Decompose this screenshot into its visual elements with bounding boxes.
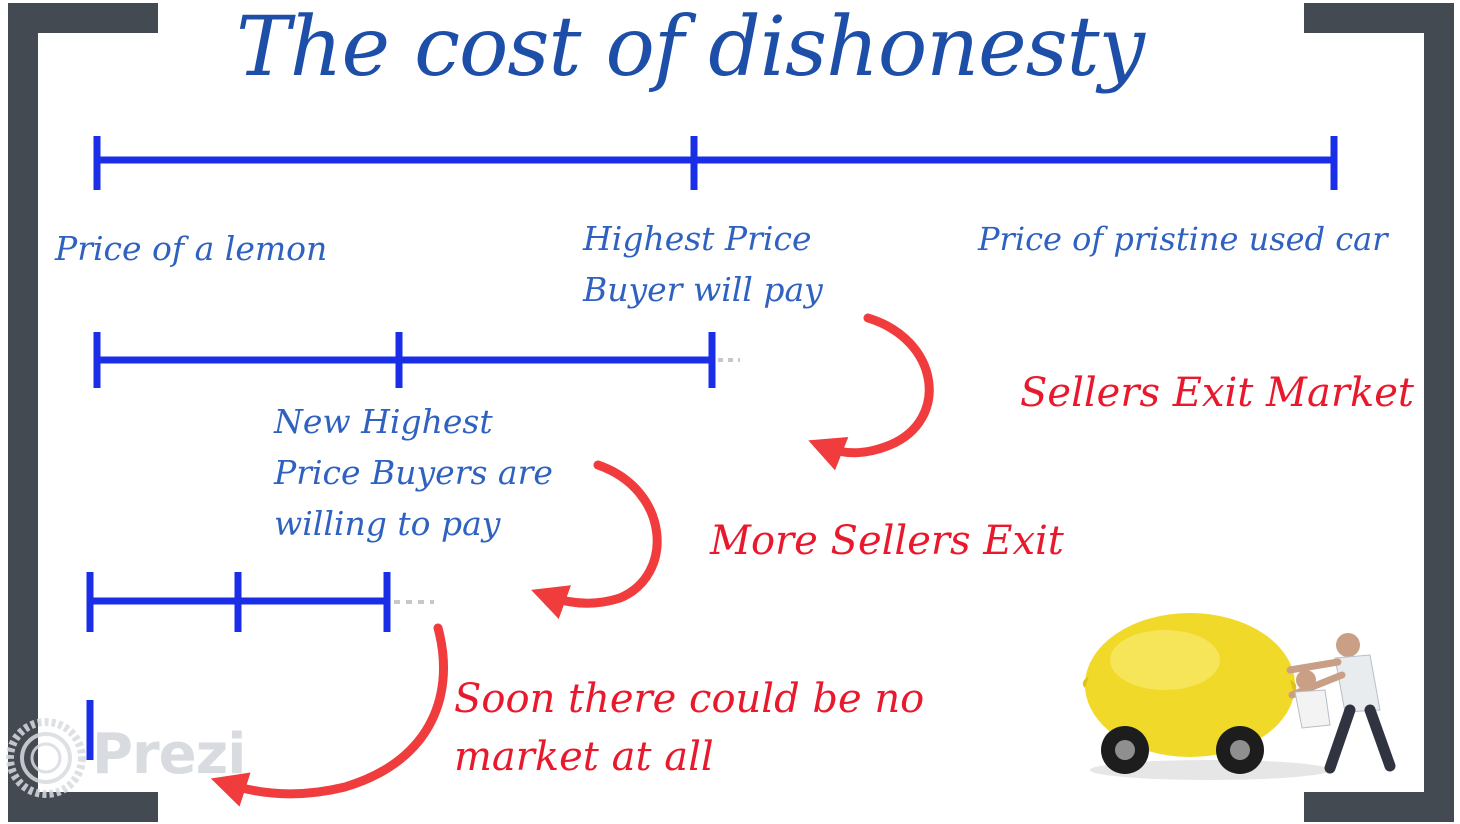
frame-bottom-left-cap	[8, 792, 158, 822]
label-price-of-lemon: Price of a lemon	[55, 229, 328, 268]
label-pristine-car-price: Price of pristine used car	[978, 220, 1388, 258]
frame-top-right-cap	[1304, 3, 1454, 33]
frame-bottom-right-cap	[1304, 792, 1454, 822]
arrow-no-market	[210, 623, 448, 807]
prezi-watermark-text: Prezi	[92, 722, 246, 787]
full-price-scale	[93, 136, 1338, 190]
frame-top-left-cap	[8, 3, 158, 33]
slide-title: The cost of dishonesty	[236, 0, 1145, 95]
callout-more-sellers-exit: More Sellers Exit	[710, 518, 1064, 564]
arrow-sellers-exit	[808, 313, 934, 471]
further-reduced-price-scale	[86, 572, 391, 632]
reduced-price-scale	[93, 332, 716, 388]
callout-no-market-line1: Soon there could be no	[454, 676, 925, 722]
label-highest-price-line1: Highest Price	[583, 219, 812, 258]
callout-no-market-line2: market at all	[454, 734, 714, 780]
callout-sellers-exit: Sellers Exit Market	[1020, 370, 1414, 416]
prezi-watermark-icon	[6, 718, 86, 798]
arrow-more-sellers-exit	[531, 460, 662, 620]
label-highest-price-line2: Buyer will pay	[583, 270, 823, 309]
label-new-highest-line2: Price Buyers are	[274, 453, 553, 492]
label-new-highest-line3: willing to pay	[274, 504, 501, 543]
frame-right-bar	[1424, 3, 1454, 822]
frame-left-bar	[8, 3, 38, 822]
label-new-highest-line1: New Highest	[274, 402, 493, 441]
lemon-car-illustration	[1082, 613, 1396, 780]
